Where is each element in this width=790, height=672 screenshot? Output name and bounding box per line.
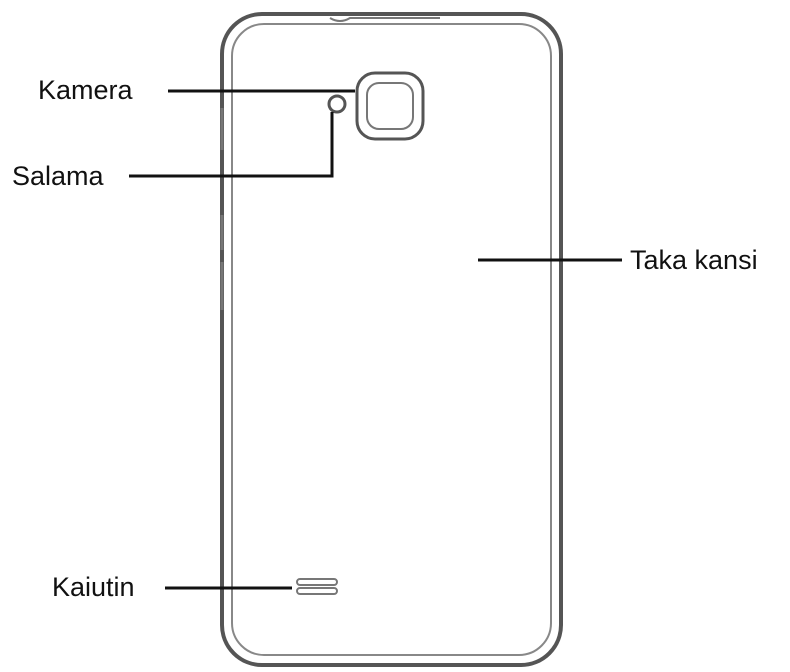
speaker-slot-bottom [296,587,338,595]
label-speaker: Kaiutin [52,572,135,602]
label-flash: Salama [12,161,104,191]
label-camera: Kamera [38,75,133,105]
callout-lines [129,89,622,590]
speaker-grill [296,578,338,595]
speaker-slot-top [296,578,338,586]
camera-module [355,71,425,141]
top-slot [329,17,440,22]
label-back-cover: Taka kansi [630,245,758,275]
callout-line-flash [129,112,334,178]
flash-lens [327,94,347,114]
camera-inner-ring [366,82,414,130]
phone-outline-inner [231,23,552,656]
